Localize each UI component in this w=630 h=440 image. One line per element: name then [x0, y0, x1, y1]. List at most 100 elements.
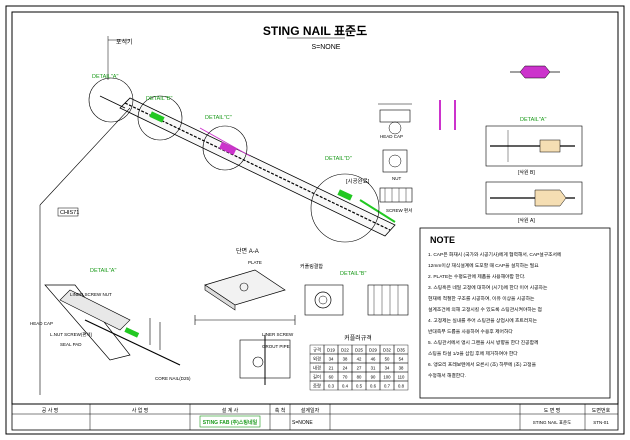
green-coupler-2 — [337, 189, 353, 201]
note-line: 6. 앵오리 프레보텐에서 오른시 (조) 하부에 (조) 고정을 — [428, 361, 537, 368]
tb-company: STING FAB (주)스팅네일 — [203, 419, 258, 426]
table-header-cell: D25 — [355, 348, 363, 353]
table-cell: 110 — [398, 375, 405, 380]
detail-b-circle — [137, 95, 183, 141]
tb-drawing-no: 도면번호 — [592, 407, 611, 414]
table-cell: 38 — [343, 357, 348, 362]
scale-text: S=NONE — [312, 44, 341, 51]
tb-drawing-no-value: STN-01 — [593, 420, 609, 425]
table-cell: 21 — [329, 366, 334, 371]
note-line: 수정해서 해결한다. — [428, 372, 466, 379]
note-line: 반대측부 드롭을 사용하여 수용후 제어하다 — [428, 328, 513, 335]
table-header-cell: D29 — [369, 348, 377, 353]
drawing-title: STING NAIL 표준도 — [263, 24, 367, 38]
tb-scale-value: S=NONE — [292, 420, 313, 426]
top-right-anchor — [510, 65, 560, 79]
label-detail-a-left: DETAIL"A" — [90, 268, 116, 274]
table-cell: 54 — [399, 357, 404, 362]
table-header-cell: D35 — [397, 348, 405, 353]
detail-c-circle — [202, 125, 248, 171]
table-cell: 38 — [399, 366, 404, 371]
coupler-drawing — [304, 284, 409, 316]
table-cell: 46 — [371, 357, 376, 362]
label-grout-pipe: GROUT PIPE — [262, 344, 290, 349]
table-cell: 중량 — [313, 383, 321, 389]
label-top-left: 포식기 — [116, 38, 133, 46]
tb-business: 사 업 명 — [132, 407, 149, 414]
table-cell: 0.4 — [342, 384, 349, 389]
head-cap-drawing — [378, 103, 412, 135]
label-anchor: [시공완료] — [346, 177, 370, 185]
label-detail-c: DETAIL"C" — [205, 115, 232, 121]
label-detail-a: DETAIL"A" — [92, 74, 118, 80]
magenta-coupler — [219, 141, 237, 156]
label-side-a: DETAIL"A" — [520, 117, 546, 123]
note-line: 1. CAP은 화재시 (국가와 시공기사)에게 협력해서, CAP설구조서에 — [428, 251, 561, 258]
label-liner-screw: LINER SCREW — [262, 332, 294, 337]
notes-list: 1. CAP은 화재시 (국가와 시공기사)에게 협력해서, CAP설구조서에 … — [428, 251, 561, 379]
label-plate: PLATE — [248, 260, 262, 265]
table-cell: 34 — [385, 366, 390, 371]
detail-a-circle — [88, 77, 134, 123]
label-liner-left: LINER SCREW NUT — [70, 292, 112, 297]
plate-drawing — [194, 269, 296, 325]
side-detail-a — [485, 181, 583, 215]
label-seal-pad: SEAL PAD — [60, 342, 82, 347]
note-line: 5. 스팅관서에서 앵시 그랜을 사시 방향을 한다 진공함께 — [428, 339, 538, 346]
side-detail-b — [485, 125, 583, 167]
table-cell: 42 — [357, 357, 362, 362]
table-cell: 80 — [357, 375, 362, 380]
label-detail-b2: DETAIL"B" — [340, 271, 366, 277]
notes-heading: NOTE — [430, 235, 455, 245]
label-left-box: CHIS71 — [60, 210, 79, 216]
tb-drawing-name-value: STING NAIL 표준도 — [533, 420, 572, 425]
label-section-aa: 단면 A-A — [236, 247, 259, 255]
company-logo — [199, 415, 261, 428]
table-cell: 31 — [371, 366, 376, 371]
label-section-a: [삭원 A] — [518, 217, 535, 224]
table-header-cell: D19 — [327, 348, 335, 353]
tb-designer: 설 계 사 — [222, 407, 239, 414]
detail-a-drawing — [44, 284, 181, 366]
table-cell: 0.6 — [370, 384, 377, 389]
note-line: 스팅을 타설 1/2을 삽입 후에 제거하여야 한다 — [428, 350, 518, 357]
sting-nail-main — [99, 95, 396, 237]
label-detail-b: DETAIL"B" — [146, 96, 172, 102]
tb-scale: 축 척 — [275, 407, 286, 414]
title-block — [11, 403, 619, 431]
detail-d-circle — [310, 173, 380, 243]
table-cell: 내경 — [313, 365, 321, 372]
table-header-cell: D22 — [341, 348, 349, 353]
note-line: 2. PLATE는 수평도관에 제품을 사용해야함 한다. — [428, 273, 525, 280]
table-cell: 100 — [383, 375, 391, 380]
table-cell-border — [393, 380, 409, 391]
note-line: 3. 스팅훅은 네일 고정에 대하여 (시기)에 한다 이어 시공자는 — [428, 284, 548, 291]
table-cell: 60 — [329, 375, 334, 380]
screw-pin-drawing — [379, 187, 413, 203]
tb-date: 설계일자 — [301, 407, 320, 414]
table-cell: 0.3 — [328, 384, 335, 389]
note-line: 12mm이상 재식설계에 도포할 때 CAP을 설치하는 필요 — [428, 262, 539, 269]
grout-detail — [239, 335, 291, 385]
table-cell: 외경 — [313, 356, 321, 363]
table-cell: 90 — [371, 375, 376, 380]
tb-drawing-name: 도 면 명 — [544, 407, 561, 414]
table-header-cell: 규격 — [313, 347, 321, 354]
table-header-cell: D32 — [383, 348, 391, 353]
table-cell: 0.8 — [398, 384, 405, 389]
label-screw-nut2: L.NUT SCREW(편셔) — [50, 331, 93, 338]
table-cell: 34 — [329, 357, 334, 362]
label-section-b: [삭원 B] — [518, 169, 535, 176]
table-cell: 0.7 — [384, 384, 391, 389]
tb-project: 공 사 명 — [42, 407, 59, 414]
label-nut: NUT — [392, 176, 401, 181]
outer-border — [5, 5, 625, 435]
label-screw-pin: SCREW 편셔 — [386, 207, 412, 214]
note-line: 설계조건에 의해 고정시킬 수 있도록 스팅관시켜야하는 점 — [428, 306, 542, 313]
table-cell: 70 — [343, 375, 348, 380]
table-cell: 길이 — [313, 374, 321, 381]
note-line: 현재에 적절한 구조를 시공하여, 이유 이상을 시공하는 — [428, 295, 535, 302]
notes-box — [419, 227, 611, 399]
